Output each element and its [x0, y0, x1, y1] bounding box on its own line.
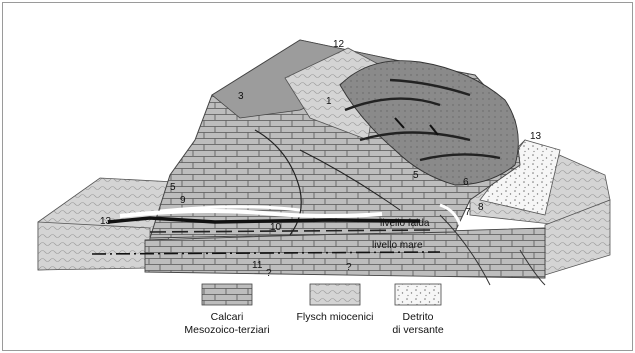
label-11: 11: [252, 260, 263, 271]
legend-label-limestone-2: Mesozoico-terziari: [184, 324, 269, 336]
legend-swatch-detrito: [395, 284, 441, 305]
legend: Calcari Mesozoico-terziari Flysch miocen…: [184, 284, 443, 336]
legend-label-detrito-2: di versante: [392, 324, 444, 336]
legend-swatch-limestone: [202, 284, 252, 305]
label-5-left: 5: [170, 182, 176, 193]
sea-level-label: livello mare: [372, 240, 423, 251]
legend-label-detrito-1: Detrito: [403, 311, 434, 323]
label-5-right: 5: [413, 170, 419, 181]
label-13-right: 13: [530, 131, 542, 142]
label-12: 12: [333, 39, 345, 50]
label-question-1: ?: [266, 268, 272, 279]
label-question-2: ?: [346, 262, 352, 273]
label-3: 3: [238, 91, 244, 102]
label-6: 6: [463, 177, 469, 188]
label-1: 1: [326, 96, 332, 107]
legend-label-limestone-1: Calcari: [211, 311, 244, 323]
label-7: 7: [465, 207, 471, 218]
label-8: 8: [478, 202, 484, 213]
water-table-label: livello falda: [380, 218, 430, 229]
label-9: 9: [180, 195, 186, 206]
label-13-left: 13: [100, 216, 112, 227]
label-10: 10: [270, 222, 282, 233]
legend-label-flysch: Flysch miocenici: [296, 311, 373, 323]
legend-swatch-flysch: [310, 284, 360, 305]
